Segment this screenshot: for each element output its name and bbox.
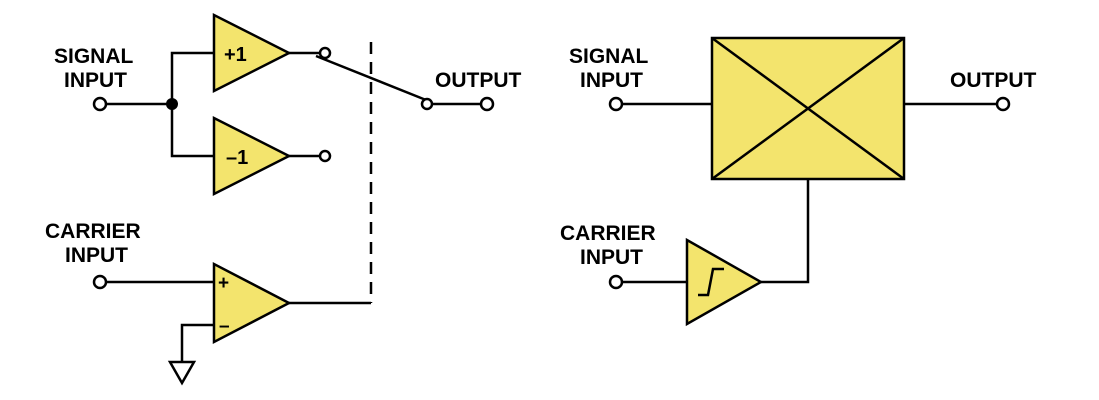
left-signal-junction-dot: [166, 98, 178, 110]
right-output-label: OUTPUT: [950, 69, 1037, 92]
left-buffer-gain-label: +1: [224, 44, 247, 66]
step-waveform-icon: [698, 267, 724, 297]
right-limiter-amplifier: [685, 237, 764, 327]
left-comparator: [212, 261, 292, 345]
right-limiter-to-multiplier-wire: [761, 179, 810, 284]
left-signal-input-terminal: [92, 96, 108, 112]
left-carrier-input-label-line1: CARRIER: [45, 220, 141, 243]
ground-icon: [167, 360, 197, 386]
right-output-terminal: [995, 96, 1011, 112]
switching-modulator: SIGNAL INPUT CARRIER INPUT OUTPUT +1 –1 …: [45, 12, 522, 386]
left-signal-split-wire: [170, 51, 214, 158]
left-comparator-minus-label: –: [219, 316, 230, 337]
left-switch-contact-bottom: [318, 149, 332, 163]
right-signal-input-label-line1: SIGNAL: [569, 45, 649, 68]
left-inverting-amplifier: [212, 115, 292, 197]
left-switch-pivot: [420, 97, 434, 111]
right-carrier-input-terminal: [608, 274, 624, 290]
right-carrier-input-label-line1: CARRIER: [560, 222, 656, 245]
left-signal-input-label-line2: INPUT: [64, 69, 127, 92]
right-carrier-input-label-line2: INPUT: [580, 246, 643, 269]
left-comparator-plus-label: +: [218, 273, 229, 294]
left-output-terminal: [479, 96, 495, 112]
left-comparator-ground-wire: [180, 323, 214, 362]
left-switch-blade: [315, 54, 427, 102]
right-signal-input-terminal: [608, 96, 624, 112]
left-signal-input-label-line1: SIGNAL: [54, 45, 134, 68]
multiplier-modulator: SIGNAL INPUT CARRIER INPUT OUTPUT: [560, 36, 1037, 327]
left-switch-contact-top: [318, 46, 332, 60]
multiplier-x-icon-line2: [711, 36, 905, 181]
right-signal-input-label-line2: INPUT: [580, 69, 643, 92]
left-output-label: OUTPUT: [435, 69, 522, 92]
left-inverter-gain-label: –1: [226, 147, 248, 169]
left-carrier-input-label-line2: INPUT: [65, 244, 128, 267]
left-carrier-input-terminal: [92, 274, 108, 290]
left-buffer-amplifier: [212, 12, 292, 94]
